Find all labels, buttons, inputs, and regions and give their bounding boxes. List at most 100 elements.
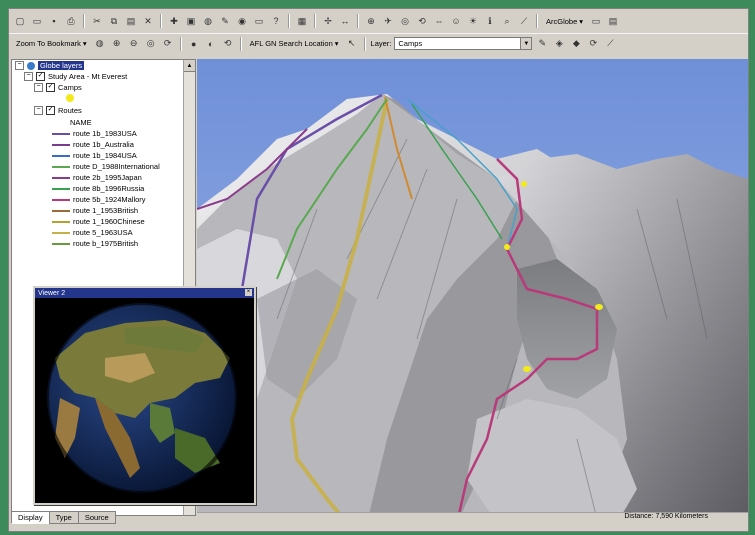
paste-icon[interactable]: ▤ [126,15,136,26]
checkbox[interactable]: ✓ [46,83,55,92]
route-label: route 1b_1984USA [73,151,137,160]
camps-symbol [66,94,74,102]
collapse-icon[interactable]: − [34,106,43,115]
chevron-down-icon: ▾ [334,39,339,48]
viewer-window[interactable]: Viewer 2 × [33,286,256,505]
table-icon[interactable]: ▦ [297,15,307,26]
tree-root[interactable]: − Globe layers [15,61,85,70]
full-extent-icon[interactable]: ◎ [146,38,155,48]
editor-icon[interactable]: ◉ [238,15,246,26]
globe-view[interactable] [35,298,250,499]
identify-icon[interactable]: ℹ [488,15,492,26]
layer-select[interactable]: Camps ▼ [394,37,533,50]
route-legend-item: route 8b_1996Russia [52,184,144,193]
tools-icon[interactable]: ✎ [221,15,229,26]
dock-icon[interactable]: ▤ [608,15,618,26]
window-icon[interactable]: ▭ [254,15,264,26]
shading-icon[interactable]: ● [190,38,197,49]
layout-icon[interactable]: ▣ [186,15,196,26]
collapse-icon[interactable]: − [34,83,43,92]
observer-icon[interactable]: ☺ [451,16,461,26]
navigate-icon[interactable]: ✢ [324,15,332,26]
draw-icon[interactable]: ⟋ [607,38,614,48]
route-label: route 5_1963USA [73,228,133,237]
everest-terrain[interactable] [197,59,748,523]
line-swatch-icon [52,209,70,212]
search-location-button[interactable]: AFL GN Search Location ▾ [247,39,342,48]
pan-icon[interactable]: ↔ [340,16,350,26]
route-legend-item: route D_1988International [52,162,160,171]
camp-marker[interactable] [595,304,603,310]
root-label: Globe layers [38,61,85,70]
camp-marker[interactable] [504,244,510,250]
find-icon[interactable]: ⌕ [504,15,510,26]
zoom-in-icon[interactable]: ⊕ [112,38,121,48]
globe-icon[interactable]: ◍ [204,15,212,26]
delete-icon[interactable]: ✕ [144,15,152,26]
routes-label: Routes [58,106,82,115]
refresh-icon[interactable]: ⟳ [163,38,172,48]
sketch-icon[interactable]: ◈ [555,38,563,48]
line-swatch-icon [52,242,70,245]
line-swatch-icon [52,176,70,179]
save-icon[interactable]: ▪ [52,16,56,26]
spin-icon[interactable]: ⟲ [223,38,232,48]
globe-icon[interactable]: ◍ [95,38,104,48]
collapse-icon[interactable]: − [15,61,24,70]
line-swatch-icon [52,198,70,201]
help-icon[interactable]: ? [273,16,279,26]
globe-toolbar: Zoom To Bookmark ▾ ◍ ⊕ ⊖ ◎ ⟳ ● ◐ ⟲ AFL G… [9,33,748,53]
camp-marker[interactable] [523,366,531,372]
zoom-to-bookmark-button[interactable]: Zoom To Bookmark ▾ [13,39,90,48]
print-icon[interactable]: ⎙ [67,15,75,26]
zoom-out-icon[interactable]: ⊖ [129,38,138,48]
tab-display[interactable]: Display [11,511,50,524]
route-label: route 8b_1996Russia [73,184,145,193]
tab-type[interactable]: Type [48,511,79,524]
distance-readout: Distance: 7,590 Kilometers [624,513,708,520]
chevron-down-icon: ▾ [579,16,584,26]
dropdown-label: ArcGlobe [546,16,578,26]
tab-source[interactable]: Source [77,511,116,524]
vertex-icon[interactable]: ◆ [572,38,580,48]
edit-icon[interactable]: ✎ [538,38,547,48]
zoom-bookmark-label: Zoom To Bookmark [16,39,81,48]
sun-icon[interactable]: ☀ [468,15,478,26]
globe-3d-view[interactable]: Distance: 7,590 Kilometers [197,59,748,523]
window-icon[interactable]: ▭ [591,15,601,26]
status-bar: Distance: 7,590 Kilometers [197,512,748,523]
full-extent-icon[interactable]: ⇔ [434,16,444,26]
tree-item-routes[interactable]: − ✓ Routes [34,106,82,115]
tree-item-study-area[interactable]: − ✓ Study Area - Mt Everest [24,72,127,81]
route-legend-item: route 1b_1983USA [52,129,137,138]
tree-item-camps[interactable]: − ✓ Camps [34,83,82,92]
zoom-icon[interactable]: ⊕ [367,15,375,26]
camp-marker[interactable] [521,181,527,187]
open-icon[interactable]: ▭ [32,15,42,26]
arcglobe-dropdown[interactable]: ArcGlobe ▾ [543,17,586,26]
pointer-icon[interactable]: ↖ [347,38,356,48]
scroll-up-icon[interactable]: ▲ [184,60,195,72]
sphere-icon[interactable]: ◐ [207,38,214,49]
route-label: route 1_1953British [73,206,139,215]
cut-icon[interactable]: ✂ [93,15,101,26]
close-icon[interactable]: × [245,289,252,296]
copy-icon[interactable]: ⧉ [110,15,118,26]
chevron-down-icon: ▼ [520,38,532,49]
layer-select-value: Camps [398,39,423,48]
collapse-icon[interactable]: − [24,72,33,81]
fly-icon[interactable]: ✈ [384,15,392,26]
new-icon[interactable]: ▢ [15,15,25,26]
toc-tabs: Display Type Source [11,511,116,524]
measure-icon[interactable]: ⟋ [520,15,528,26]
arcglobe-window: ▢ ▭ ▪ ⎙ ✂ ⧉ ▤ ✕ ✚ ▣ ◍ ✎ ◉ ▭ ? ▦ ✢ ↔ ⊕ ✈ … [8,8,749,532]
chevron-down-icon: ▾ [82,39,87,48]
rotate-icon[interactable]: ⟳ [589,38,598,48]
viewer-titlebar[interactable]: Viewer 2 × [35,288,254,298]
checkbox[interactable]: ✓ [46,106,55,115]
target-icon[interactable]: ◎ [401,15,409,26]
camps-label: Camps [58,83,82,92]
add-data-icon[interactable]: ✚ [170,15,178,26]
checkbox[interactable]: ✓ [36,72,45,81]
orbit-icon[interactable]: ⟲ [418,15,426,26]
